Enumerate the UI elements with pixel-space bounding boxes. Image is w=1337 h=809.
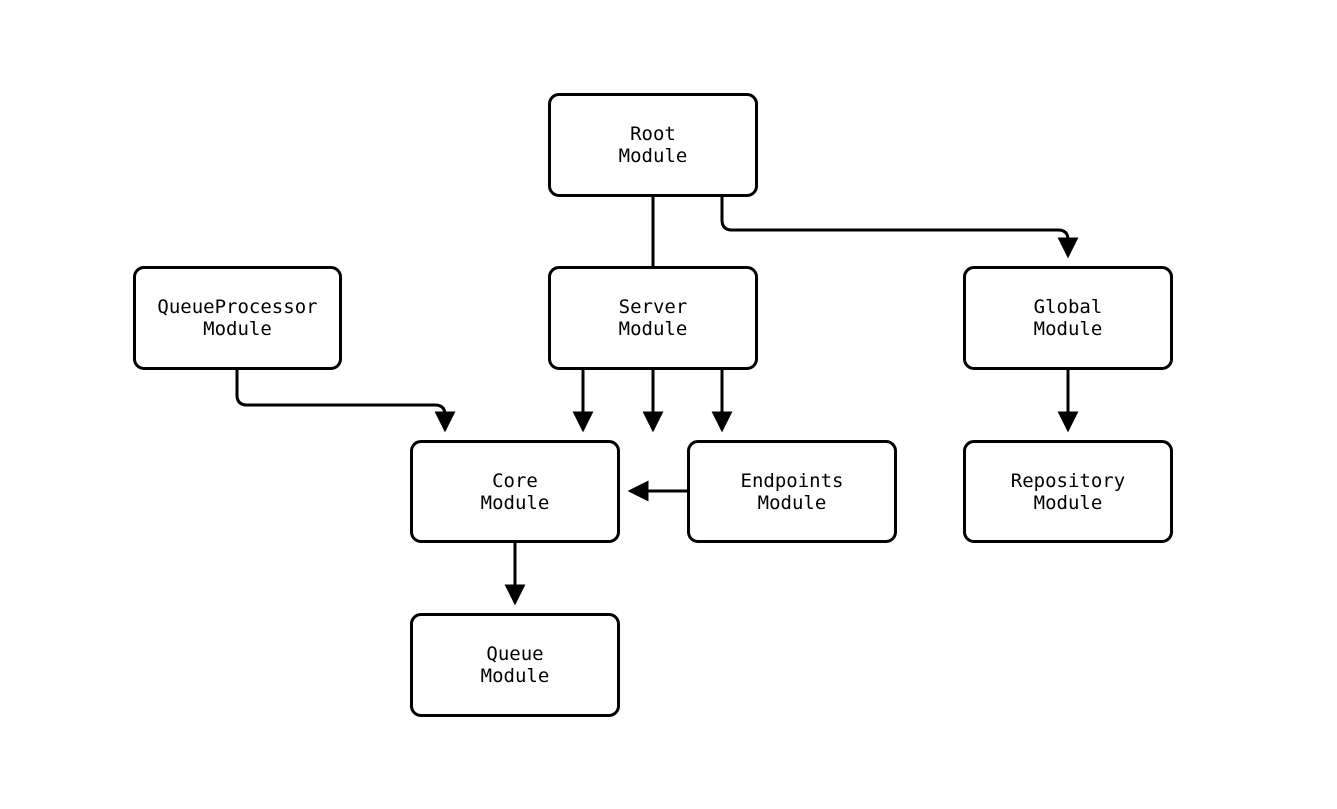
node-root-label: Root Module — [618, 123, 688, 167]
node-root[interactable]: Root Module — [548, 93, 758, 197]
edge-queueprocessor-core — [235, 370, 456, 433]
node-global[interactable]: Global Module — [963, 266, 1173, 370]
edges-group — [235, 197, 1079, 606]
node-queueprocessor[interactable]: QueueProcessor Module — [133, 266, 342, 370]
node-queueprocessor-label: QueueProcessor Module — [157, 296, 318, 340]
node-queue-label: Queue Module — [480, 643, 550, 687]
node-server[interactable]: Server Module — [548, 266, 758, 370]
node-endpoints-label: Endpoints Module — [740, 469, 844, 514]
node-repository-label: Repository Module — [1010, 469, 1126, 514]
node-core[interactable]: Core Module — [410, 440, 620, 543]
node-repository[interactable]: Repository Module — [963, 440, 1173, 543]
edge-root-global — [720, 197, 1079, 259]
node-endpoints[interactable]: Endpoints Module — [687, 440, 897, 543]
node-core-label: Core Module — [480, 469, 550, 514]
node-global-label: Global Module — [1033, 296, 1103, 340]
node-queue[interactable]: Queue Module — [410, 613, 620, 717]
node-server-label: Server Module — [618, 296, 688, 340]
